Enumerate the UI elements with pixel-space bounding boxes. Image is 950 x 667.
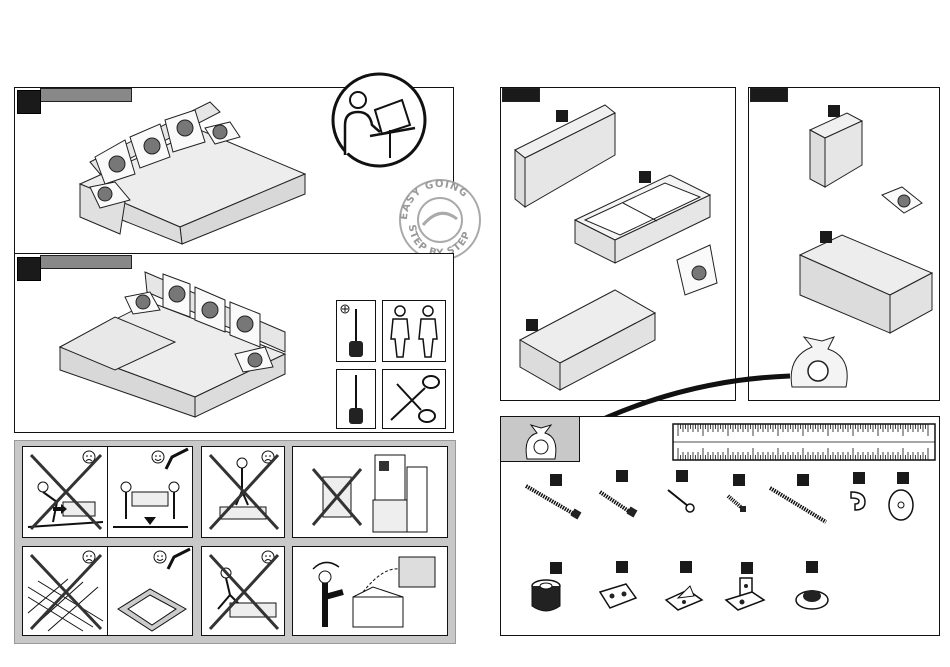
hw-label-10: [680, 561, 692, 573]
carry-two-persons-icon: [108, 447, 192, 537]
tool-cell-4: [382, 369, 446, 429]
tool-cell-2: [382, 300, 446, 362]
washer-icon: [886, 488, 916, 522]
hw-label-4: [733, 474, 745, 486]
corner-sofa-illustration-1: [70, 92, 320, 247]
angled-bracket-icon: [662, 582, 706, 614]
parts-box-2-illustration: [752, 95, 938, 395]
corner-bracket-icon: [722, 574, 768, 616]
warning-no-drag: [22, 446, 108, 538]
no-standing-icon: [202, 447, 284, 537]
parts-box-1-illustration: [505, 95, 733, 395]
tool-cell-3: [336, 369, 376, 429]
screw-icon: [666, 488, 698, 514]
hw-label-12: [806, 561, 818, 573]
medium-bolt-icon: [596, 488, 640, 520]
hw-label-2: [616, 470, 628, 482]
hw-label-9: [616, 561, 628, 573]
step-1-number-box: [17, 90, 41, 114]
flat-screwdriver-icon: [337, 370, 375, 428]
warning-recycle-packaging: [292, 546, 448, 636]
warning-carry-two-persons: [107, 446, 193, 538]
hw-label-6: [853, 472, 865, 484]
hw-label-8: [550, 562, 562, 574]
no-rough-floor-icon: [23, 547, 107, 635]
warning-no-rough-floor: [22, 546, 108, 636]
hardware-bag-icon: [501, 417, 579, 461]
easy-going-seal-icon: EASY GOING STEP BY STEP: [395, 175, 485, 265]
warning-dispose-packaging: [292, 446, 448, 538]
threaded-rod-icon: [766, 484, 830, 526]
long-bolt-icon: [522, 482, 582, 522]
phillips-screwdriver-icon: [337, 301, 375, 361]
two-persons-icon: [383, 301, 445, 361]
measuring-ruler: [672, 423, 936, 461]
warning-no-standing: [201, 446, 285, 538]
soft-mat-icon: [108, 547, 192, 635]
hw-label-3: [676, 470, 688, 482]
no-jumping-icon: [202, 547, 284, 635]
furniture-foot-icon: [526, 576, 566, 616]
hw-label-11: [741, 562, 753, 574]
flat-connector-icon: [596, 582, 640, 612]
hardware-bag-thumbnail: [500, 416, 580, 462]
step-2-number-box: [17, 257, 41, 281]
hw-label-7: [897, 472, 909, 484]
scissors-icon: [383, 370, 445, 428]
short-screw-icon: [724, 492, 750, 516]
slide-glide-icon: [792, 582, 832, 612]
read-instructions-icon: [320, 70, 438, 170]
recycle-packaging-icon: [293, 547, 447, 635]
clip-icon: [845, 488, 871, 514]
tool-cell-1: [336, 300, 376, 362]
warning-no-jumping: [201, 546, 285, 636]
corner-sofa-illustration-2: [55, 262, 295, 420]
warning-soft-mat: [107, 546, 193, 636]
no-drag-icon: [23, 447, 107, 537]
dispose-packaging-icon: [293, 447, 447, 537]
